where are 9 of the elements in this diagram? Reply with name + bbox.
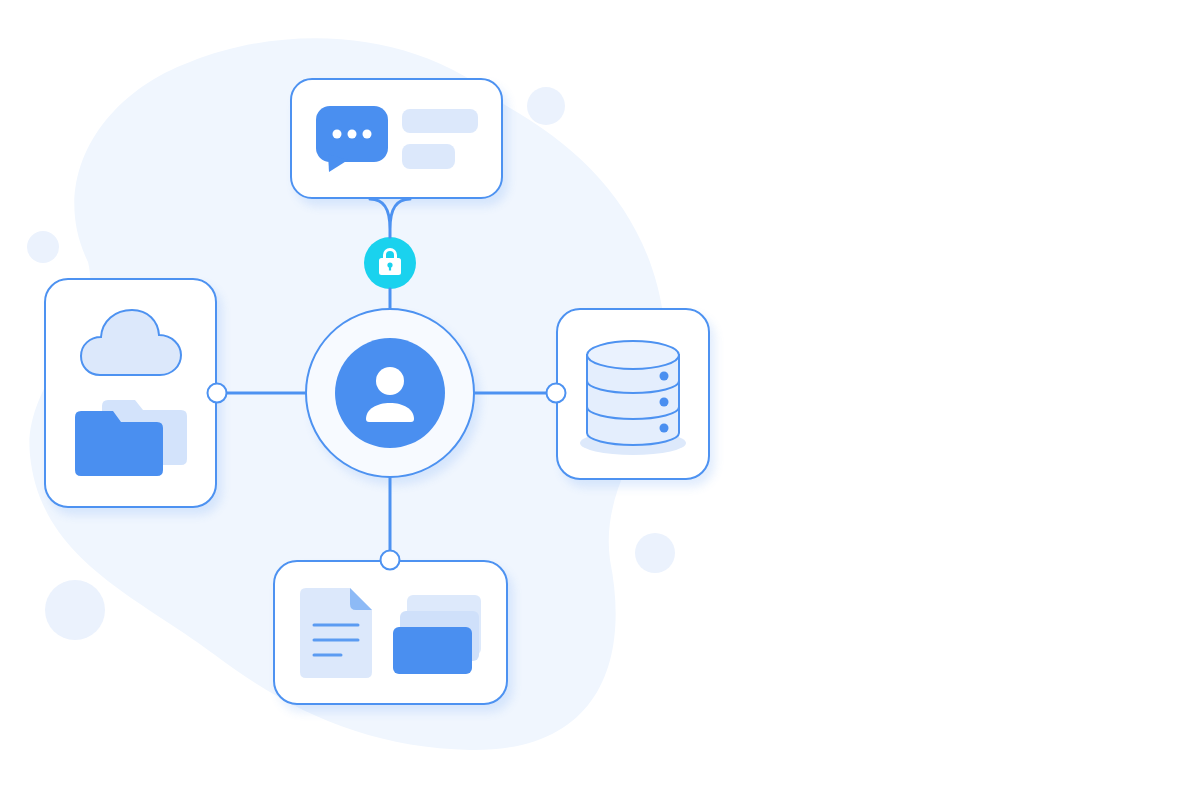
connector-line <box>473 382 567 404</box>
documents-card <box>273 560 508 705</box>
database-card <box>556 308 710 480</box>
forked-connector <box>368 197 412 239</box>
chat-card <box>290 78 503 199</box>
storage-card <box>44 278 217 508</box>
connector-line <box>388 287 392 310</box>
connector-line <box>206 382 307 404</box>
connector-line <box>379 476 401 571</box>
